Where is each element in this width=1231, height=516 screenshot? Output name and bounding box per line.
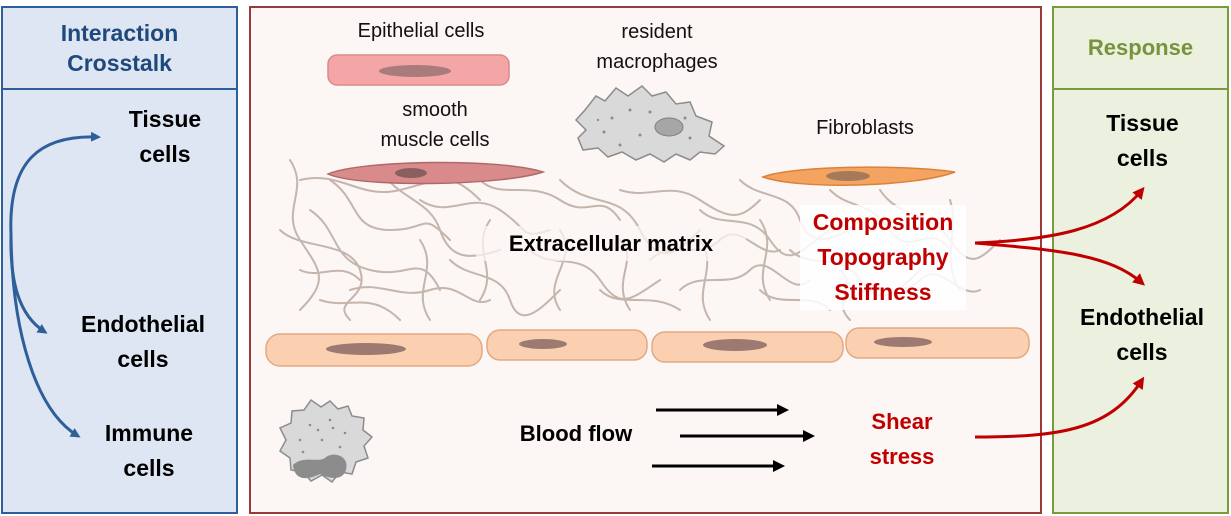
composition-label: Composition [812, 209, 954, 235]
crosstalk-header: Interaction Crosstalk [1, 6, 238, 90]
fibroblast [760, 166, 956, 186]
crosstalk-immune-cells-label: Immune cells [104, 420, 194, 481]
immune-cell [278, 398, 374, 484]
fibroblasts-label: Fibroblasts [816, 117, 914, 139]
topography-label: Topography [817, 244, 949, 270]
extracellular-matrix-label: Extracellular matrix [476, 226, 746, 261]
shear-stress-label: Shear stress [869, 409, 935, 469]
response-title: Response [1087, 35, 1194, 60]
resident-macrophages-label: resident macrophages [596, 21, 718, 73]
resident-macrophage [574, 85, 726, 163]
endothelial-cell-layer [265, 327, 1030, 367]
crosstalk-panel [1, 6, 238, 514]
matrix-properties-label: Composition Topography Stiffness [800, 205, 966, 310]
smooth-muscle-cell [326, 161, 546, 185]
crosstalk-title: Interaction Crosstalk [60, 20, 179, 76]
smooth-muscle-cells-label: smooth muscle cells [380, 99, 490, 151]
stiffness-label: Stiffness [834, 279, 932, 305]
response-tissue-cells-label: Tissue cells [1106, 110, 1179, 171]
crosstalk-arrows [9, 131, 101, 438]
blood-flow-label: Blood flow [519, 421, 633, 446]
response-endothelial-cells-label: Endothelial cells [1080, 304, 1204, 365]
epithelial-cells-label: Epithelial cells [357, 20, 485, 42]
response-panel [1052, 6, 1229, 514]
crosstalk-tissue-cells-label: Tissue cells [128, 106, 202, 167]
blood-flow-arrows [652, 404, 815, 472]
crosstalk-endothelial-cells-label: Endothelial cells [81, 311, 205, 372]
epithelial-cell [327, 54, 510, 86]
response-arrows [974, 186, 1146, 439]
response-header: Response [1052, 6, 1229, 90]
